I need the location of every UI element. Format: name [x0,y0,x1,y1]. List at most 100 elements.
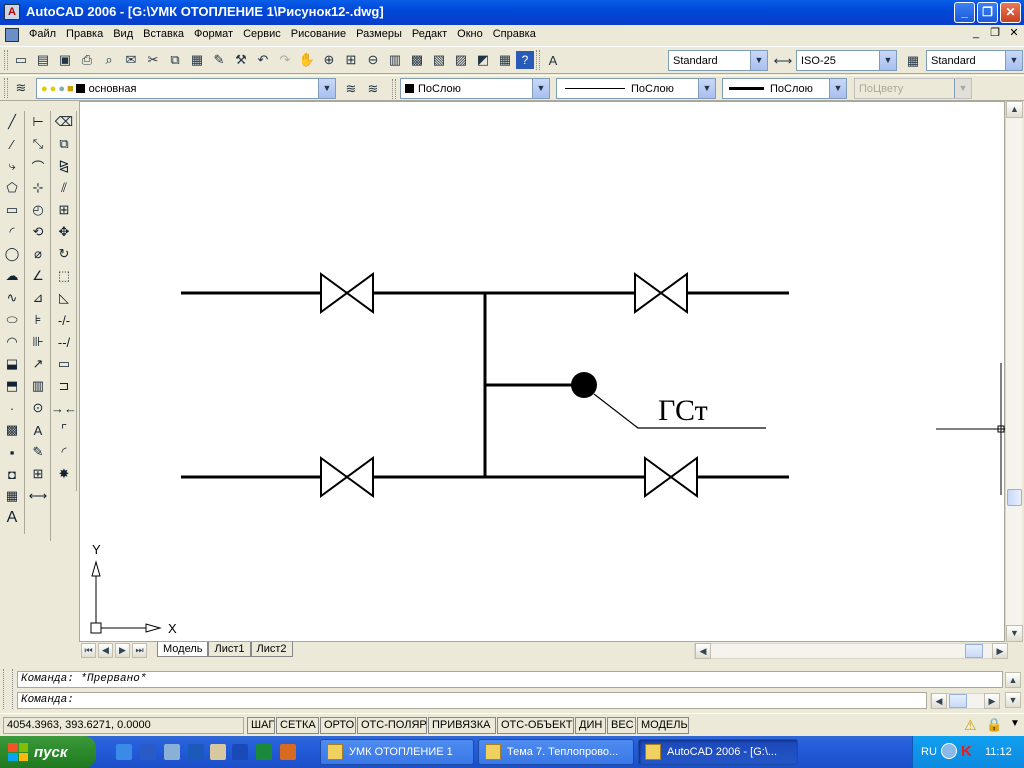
zoom-window-icon[interactable]: ⊞ [345,52,357,67]
prev-tab-icon[interactable]: ◀ [98,643,113,658]
erase-icon[interactable]: ⌫ [54,114,74,129]
arc-length-icon[interactable]: ⌒ [31,159,45,175]
menu-item-0[interactable]: Файл [29,28,57,40]
copy-object-icon[interactable]: ⧉ [59,136,69,151]
dim-style-combo[interactable]: ISO-25 ▼ [796,50,897,71]
vertical-scrollbar[interactable]: ▲ ▼ [1005,101,1023,642]
mdi-minimize-button[interactable]: _ [972,27,980,39]
word-icon[interactable] [232,744,248,760]
paint-icon[interactable] [210,744,226,760]
redo-icon[interactable]: ↷ [279,52,291,67]
status-toggle-5[interactable]: ОТС-ОБЪЕКТ [497,717,574,734]
chevron-down-icon[interactable]: ▼ [879,51,896,70]
trim-icon[interactable]: -/- [57,312,71,328]
hatch-icon[interactable]: ▩ [5,422,19,437]
angular-dimension-icon[interactable]: ∠ [32,268,44,283]
task-button-0[interactable]: УМК ОТОПЛЕНИЕ 1 [320,739,474,765]
ellipse-arc-icon[interactable]: ◠ [6,334,18,349]
communication-center-icon[interactable]: ⚠ [964,717,977,733]
dimension-text-edit-icon[interactable]: ✎ [32,444,44,459]
continue-dimension-icon[interactable]: ⊪ [32,334,44,349]
close-button[interactable]: ✕ [1000,2,1021,23]
status-menu-icon[interactable]: ▼ [1010,718,1020,729]
next-tab-icon[interactable]: ▶ [115,643,130,658]
chamfer-icon[interactable]: ⌜ [60,422,68,437]
network-icon[interactable] [941,743,957,759]
layer-previous-icon[interactable]: ≋ [367,81,379,96]
tab-1[interactable]: Лист1 [208,642,251,657]
scroll-up-icon[interactable]: ▲ [1005,672,1021,688]
arc-icon[interactable]: ◜ [9,224,15,239]
command-grip[interactable] [3,669,13,709]
design-center-icon[interactable]: ▩ [410,52,424,67]
status-toggle-7[interactable]: ВЕС [607,717,636,734]
baseline-dimension-icon[interactable]: ⊧ [34,312,42,327]
documents-icon[interactable] [164,744,180,760]
quick-leader-icon[interactable]: ↗ [32,356,44,371]
tool-palettes-icon[interactable]: ▧ [432,52,446,67]
help-icon[interactable]: ? [516,51,534,69]
menu-item-4[interactable]: Формат [194,28,234,40]
block-editor-icon[interactable]: ⚒ [235,52,247,67]
break-at-point-icon[interactable]: ▭ [57,356,71,371]
excel-icon[interactable] [256,744,272,760]
array-icon[interactable]: ⊞ [58,202,70,217]
minimize-button[interactable]: _ [954,2,975,23]
circle-icon[interactable]: ◯ [4,246,20,261]
status-toggle-1[interactable]: СЕТКА [276,717,319,734]
ellipse-icon[interactable]: ⬭ [6,312,18,327]
status-toggle-4[interactable]: ПРИВЯЗКА [428,717,496,734]
status-toggle-6[interactable]: ДИН [575,717,606,734]
save-disk-icon[interactable] [140,744,156,760]
pan-icon[interactable]: ✋ [298,52,316,67]
stretch-icon[interactable]: ◺ [59,290,69,305]
tab-2[interactable]: Лист2 [250,642,293,657]
menu-item-5[interactable]: Сервис [243,28,281,40]
layer-manager-icon[interactable]: ≋ [15,80,27,95]
aligned-dimension-icon[interactable]: ⤡ [32,136,44,151]
copy-icon[interactable]: ⧉ [170,52,180,67]
dim-style-icon[interactable]: ⟷ [773,53,793,68]
break-icon[interactable]: ⊐ [58,378,70,393]
chevron-down-icon[interactable]: ▼ [829,79,846,98]
linear-dimension-icon[interactable]: ⊢ [32,114,44,129]
multiline-text-icon[interactable]: A [6,509,18,526]
autocad-app-icon[interactable]: A [4,4,20,20]
polygon-icon[interactable]: ⬠ [6,180,18,195]
gradient-icon[interactable]: ▪ [9,444,15,460]
scroll-up-icon[interactable]: ▲ [1006,101,1023,118]
command-hscroll[interactable]: ◀ ▶ [930,693,1000,709]
toolbar-lock-icon[interactable]: 🔒 [986,717,1003,732]
status-toggle-3[interactable]: ОТС-ПОЛЯР [357,717,427,734]
construction-line-icon[interactable]: ⁄ [10,136,14,152]
extend-icon[interactable]: --/ [57,334,71,350]
scroll-thumb[interactable] [1007,489,1022,506]
spline-icon[interactable]: ∿ [6,290,18,305]
publish-icon[interactable]: ✉ [125,52,137,67]
rectangle-icon[interactable]: ▭ [5,202,19,217]
diameter-dimension-icon[interactable]: ⌀ [34,246,42,261]
quick-dimension-icon[interactable]: ⊿ [32,290,44,305]
offset-icon[interactable]: ⫽ [61,180,67,195]
mirror-icon[interactable]: ⧎ [58,158,70,173]
scroll-right-icon[interactable]: ▶ [984,693,1000,709]
start-button[interactable]: пуск [0,736,96,768]
chevron-down-icon[interactable]: ▼ [750,51,767,70]
restore-button[interactable]: ❐ [977,2,998,23]
toolbar-grip[interactable] [392,79,396,99]
powerpoint-icon[interactable] [280,744,296,760]
tolerance-icon[interactable]: ▥ [31,378,45,393]
cut-icon[interactable]: ✂ [147,52,159,67]
scroll-left-icon[interactable]: ◀ [695,643,711,659]
chevron-down-icon[interactable]: ▼ [532,79,549,98]
mdi-close-button[interactable]: ✕ [1009,27,1019,39]
chevron-down-icon[interactable]: ▼ [318,79,335,98]
internet-explorer-icon[interactable] [116,744,132,760]
scroll-left-icon[interactable]: ◀ [931,693,947,709]
toolbar-grip[interactable] [536,50,540,70]
document-icon[interactable] [5,28,19,42]
title-bar[interactable]: A AutoCAD 2006 - [G:\УМК ОТОПЛЕНИЕ 1\Рис… [0,0,1024,25]
menu-item-10[interactable]: Справка [492,28,536,40]
sheet-set-icon[interactable]: ▨ [454,52,468,67]
antivirus-icon[interactable]: K [961,743,972,760]
